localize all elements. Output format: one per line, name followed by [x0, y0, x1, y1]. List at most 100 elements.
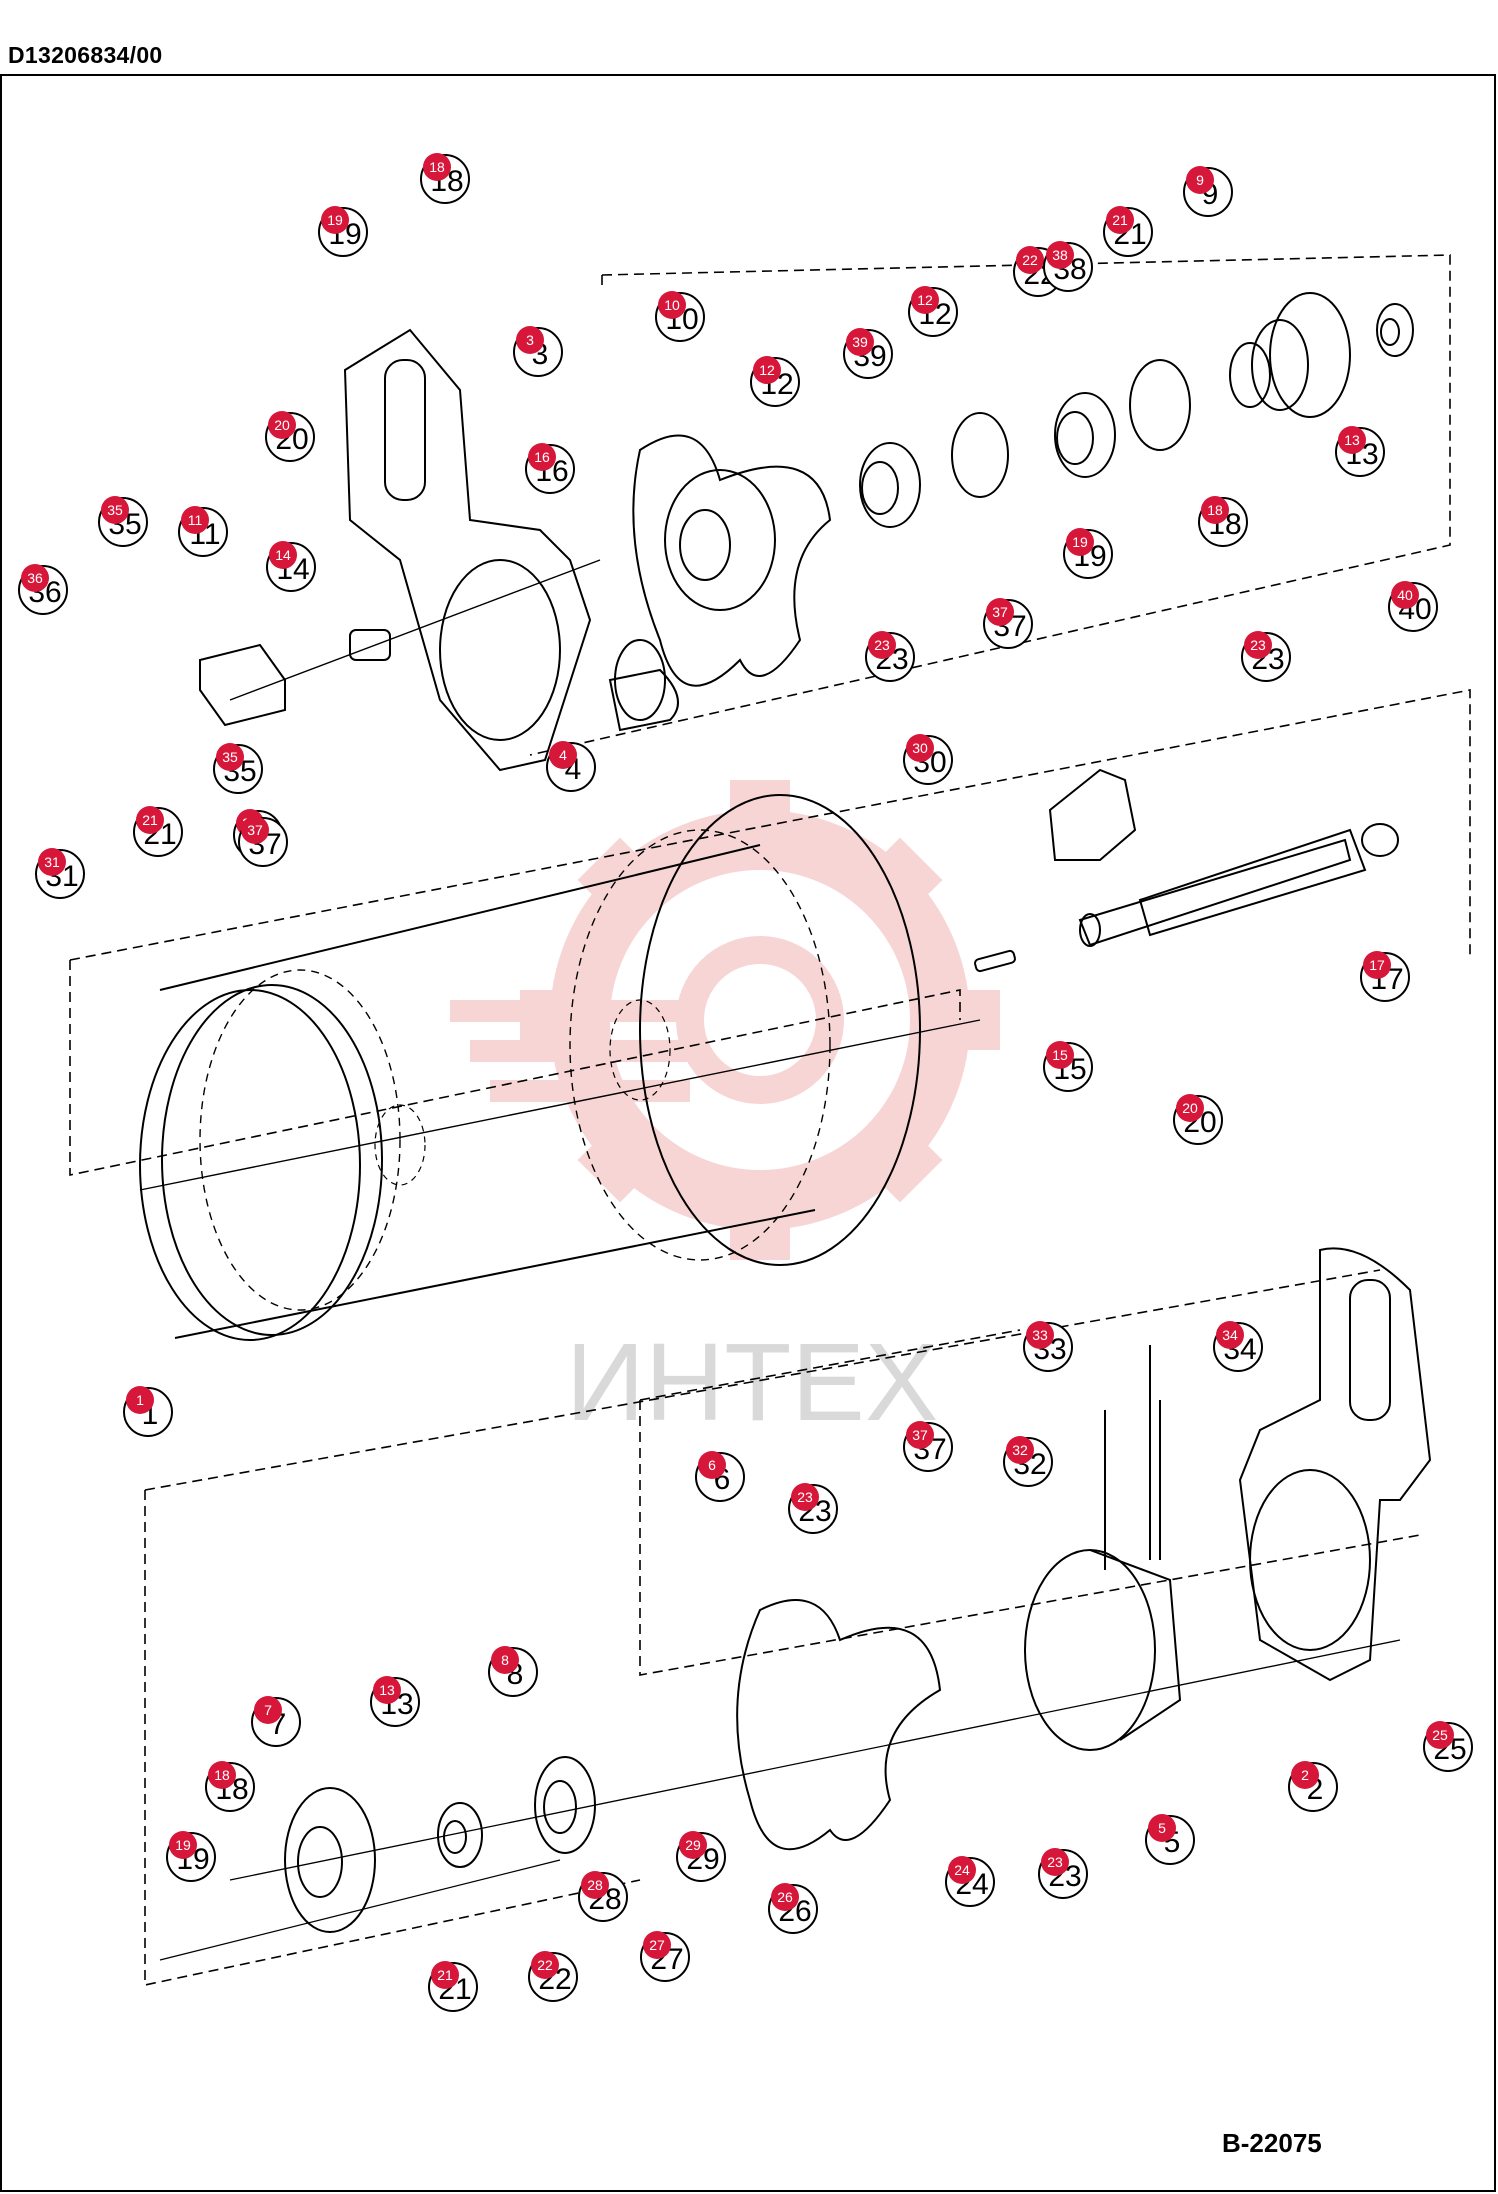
- callout-marker: [38, 848, 66, 876]
- callout-marker-label: 13: [1344, 432, 1360, 448]
- callout-marker-label: 8: [501, 1652, 509, 1668]
- callout-marker: [181, 506, 209, 534]
- callout-marker: [1391, 581, 1419, 609]
- callout-marker: [906, 734, 934, 762]
- callout-marker-label: 32: [1012, 1442, 1028, 1458]
- watermark-logo: [450, 780, 1000, 1260]
- callout-marker-label: 21: [142, 812, 158, 828]
- callout-marker-label: 22: [1022, 252, 1038, 268]
- drawing-number: B-22075: [1222, 2128, 1322, 2158]
- callout-marker: [373, 1676, 401, 1704]
- callout-marker: [1244, 631, 1272, 659]
- callout-marker-label: 23: [1250, 637, 1266, 653]
- callout-marker-label: 22: [537, 1957, 553, 1973]
- callout-marker: [1046, 241, 1074, 269]
- callout-4: 44: [546, 741, 596, 792]
- callout-marker: [1201, 496, 1229, 524]
- callout-marker: [101, 496, 129, 524]
- callout-marker: [269, 541, 297, 569]
- callout-marker-label: 23: [874, 637, 890, 653]
- callout-marker-label: 34: [1222, 1327, 1238, 1343]
- callout-5: 55: [1145, 1814, 1195, 1865]
- seal-part-8: [534, 1756, 596, 1854]
- pin-part-15: [974, 949, 1016, 973]
- callout-marker: [1216, 1321, 1244, 1349]
- callout-marker-label: 16: [534, 449, 550, 465]
- callout-marker-label: 29: [685, 1837, 701, 1853]
- callout-marker-label: 27: [649, 1937, 665, 1953]
- callout-marker: [1026, 1321, 1054, 1349]
- callout-marker-label: 13: [379, 1682, 395, 1698]
- callout-marker: [868, 631, 896, 659]
- callout-marker: [1186, 166, 1214, 194]
- callout-7: 77: [251, 1696, 301, 1747]
- callout-marker: [1046, 1041, 1074, 1069]
- callout-marker-label: 10: [664, 297, 680, 313]
- callout-marker: [581, 1871, 609, 1899]
- lower-assembly-phantom-box: [144, 1269, 1421, 1986]
- hub-part-7: [284, 1787, 376, 1933]
- callout-marker: [254, 1696, 282, 1724]
- callout-marker: [268, 411, 296, 439]
- callout-marker-label: 18: [214, 1767, 230, 1783]
- callout-marker-label: 2: [1301, 1767, 1309, 1783]
- callout-marker-label: 35: [222, 749, 238, 765]
- callout-marker: [431, 1961, 459, 1989]
- callout-marker: [21, 564, 49, 592]
- drum-part-1: [139, 794, 981, 1341]
- frame-bracket-part-3: [343, 328, 592, 772]
- motor-hub-part-9: [1229, 292, 1351, 418]
- drive-motor-part-5: [1024, 1345, 1182, 1751]
- callout-marker: [321, 206, 349, 234]
- callout-marker: [169, 1831, 197, 1859]
- callout-marker: [986, 598, 1014, 626]
- document-id: D13206834/00: [8, 42, 163, 68]
- callout-marker: [216, 743, 244, 771]
- callout-marker-label: 17: [1369, 957, 1385, 973]
- callout-marker: [906, 1421, 934, 1449]
- callout-marker: [1363, 951, 1391, 979]
- disc-part-38: [1129, 359, 1191, 451]
- callout-marker-label: 18: [1207, 502, 1223, 518]
- seal-part-12-b: [1054, 392, 1116, 478]
- callout-marker-label: 40: [1397, 587, 1413, 603]
- callout-marker-label: 19: [175, 1837, 191, 1853]
- callout-marker-label: 23: [797, 1489, 813, 1505]
- callout-marker: [423, 153, 451, 181]
- callout-marker: [1338, 426, 1366, 454]
- callout-marker: [1066, 528, 1094, 556]
- callout-marker-label: 37: [247, 822, 263, 838]
- callout-marker: [1291, 1761, 1319, 1789]
- callout-marker-label: 21: [437, 1967, 453, 1983]
